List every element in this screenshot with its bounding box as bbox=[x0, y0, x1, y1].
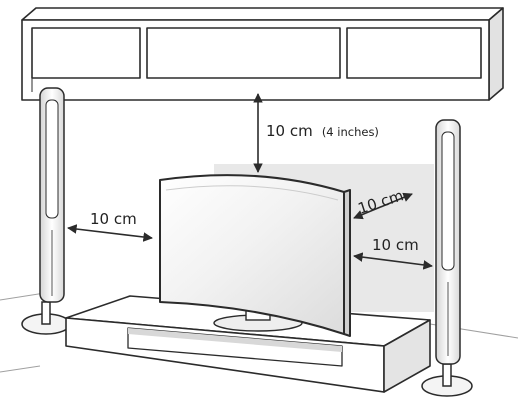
top-clearance-label: 10 cm (4 inches) bbox=[266, 121, 379, 140]
clearance-arrows bbox=[67, 93, 433, 270]
left-floor-speaker bbox=[21, 87, 71, 335]
left-clearance-arrow bbox=[67, 224, 153, 242]
tv-stand-base bbox=[213, 309, 303, 332]
back-clearance-arrow bbox=[353, 192, 413, 220]
top-gap-note: (4 inches) bbox=[322, 125, 379, 139]
top-gap-value: 10 cm bbox=[266, 122, 313, 140]
curved-tv bbox=[159, 174, 351, 337]
left-clearance-label: 10 cm bbox=[90, 210, 137, 228]
right-floor-speaker bbox=[421, 119, 473, 397]
right-clearance-arrow bbox=[353, 252, 433, 270]
right-clearance-label: 10 cm bbox=[372, 236, 419, 254]
wall-cabinet bbox=[21, 7, 504, 101]
